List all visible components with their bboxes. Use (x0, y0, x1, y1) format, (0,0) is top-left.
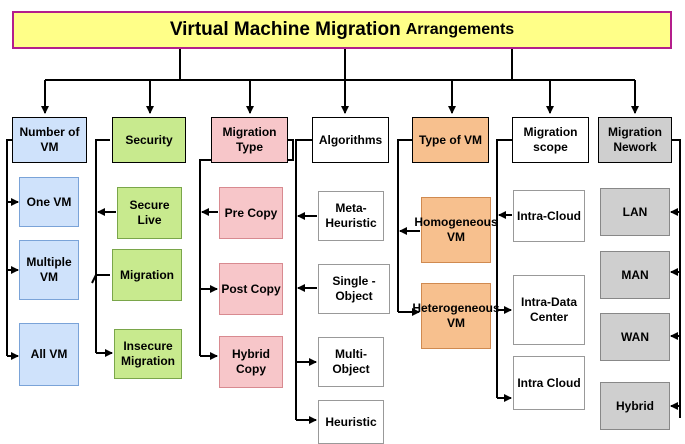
item-meta-heuristic: Meta-Heuristic (318, 191, 384, 241)
header-security: Security (112, 117, 186, 163)
item-pre-copy: Pre Copy (219, 187, 283, 239)
title-main: Virtual Machine Migration (169, 19, 401, 40)
item-single-object: Single -Object (318, 264, 390, 314)
header-type-of-vm: Type of VM (412, 117, 489, 163)
item-one-vm: One VM (19, 177, 79, 227)
header-migration-type: Migration Type (211, 117, 288, 163)
header-migration-scope: Migration scope (512, 117, 589, 163)
item-wan: WAN (600, 313, 670, 361)
item-post-copy: Post Copy (219, 263, 283, 315)
item-homogeneous-vm: Homogeneous VM (414, 197, 498, 263)
item-secure-live: Secure Live (117, 187, 182, 239)
item-lan: LAN (600, 188, 670, 236)
item-insecure-migration: Insecure Migration (114, 329, 182, 379)
item-heuristic: Heuristic (318, 400, 384, 444)
item-hybrid: Hybrid (600, 382, 670, 430)
item-intra-cloud: Intra-Cloud (513, 190, 585, 242)
item-multi-object: Multi-Object (318, 337, 384, 387)
item-intra-cloud-2: Intra Cloud (513, 356, 585, 410)
title-suffix: Arrangements (405, 21, 515, 38)
diagram-title: Virtual Machine Migration Arrangements (12, 11, 672, 49)
header-number-of-vm: Number of VM (12, 117, 87, 163)
item-migration: Migration (112, 249, 182, 301)
item-hybrid-copy: Hybrid Copy (219, 336, 283, 388)
header-migration-network: Migration Nework (598, 117, 672, 163)
item-all-vm: All VM (19, 323, 79, 386)
header-algorithms: Algorithms (312, 117, 389, 163)
item-man: MAN (600, 251, 670, 299)
item-multiple-vm: Multiple VM (19, 240, 79, 300)
item-heterogeneous-vm: Heterogeneous VM (412, 283, 500, 349)
item-intra-data-center: Intra-Data Center (513, 275, 585, 345)
